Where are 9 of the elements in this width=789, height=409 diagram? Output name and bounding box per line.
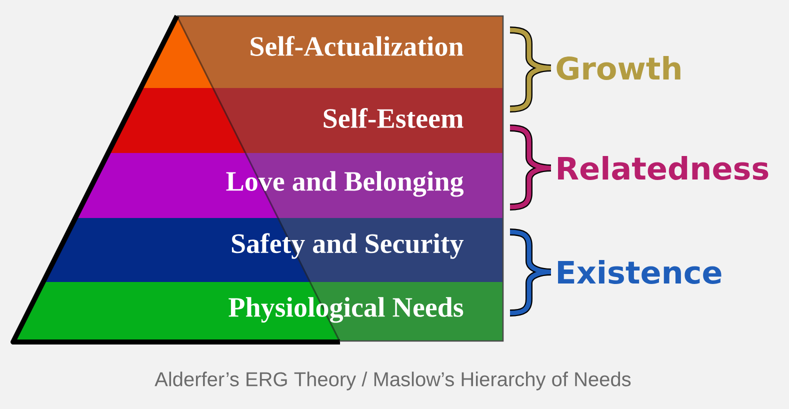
pyramid-level: Self-Actualization bbox=[140, 16, 503, 88]
category-label: Relatedness bbox=[558, 156, 768, 180]
category-label: Growth bbox=[556, 56, 680, 80]
category-label: Existence bbox=[558, 260, 722, 284]
pyramid-level: Physiological Needs bbox=[13, 282, 503, 342]
pyramid-level: Self-Esteem bbox=[108, 88, 503, 154]
pyramid-level: Safety and Security bbox=[43, 218, 503, 282]
pyramid-level: Love and Belonging bbox=[75, 152, 503, 218]
caption: Alderfer’s ERG Theory / Maslow’s Hierarchy of Needs bbox=[154, 372, 631, 390]
